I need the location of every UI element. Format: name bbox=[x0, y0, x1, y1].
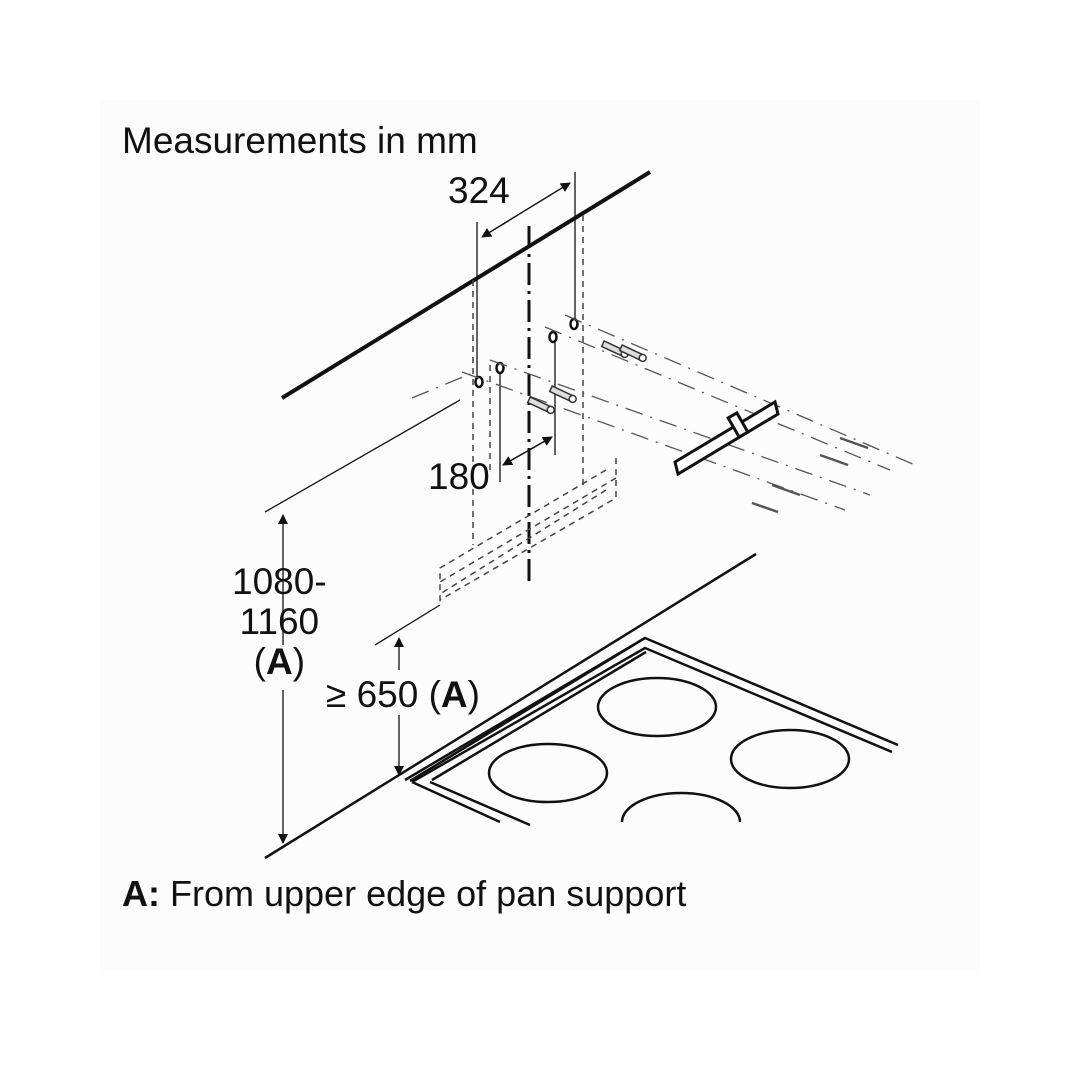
footnote-key: A: bbox=[122, 873, 160, 914]
paren-open: ( bbox=[253, 641, 266, 682]
diagram-background bbox=[100, 100, 980, 970]
dimension-180 bbox=[499, 335, 556, 482]
screws bbox=[751, 436, 869, 514]
dimension-min-height bbox=[374, 604, 441, 776]
wall-plugs bbox=[526, 340, 647, 415]
dimension-label-180: 180 bbox=[428, 456, 490, 497]
dimension-height bbox=[264, 399, 461, 844]
dimension-label-height: 1080- 1160 (A) bbox=[232, 562, 327, 682]
height-line-1: 1080- bbox=[232, 561, 327, 602]
dimension-label-min-height: ≥ 650 (A) bbox=[326, 676, 480, 713]
height-line-2: 1160 bbox=[239, 601, 320, 642]
height-line-3: (A) bbox=[232, 642, 327, 682]
reference-a: A bbox=[440, 674, 468, 715]
dimension-324 bbox=[476, 172, 576, 380]
min-height-prefix: ≥ 650 ( bbox=[326, 674, 441, 715]
footnote: A: From upper edge of pan support bbox=[122, 876, 686, 912]
wall-line bbox=[280, 170, 652, 400]
min-height-suffix: ) bbox=[467, 674, 480, 715]
diagram-title: Measurements in mm bbox=[122, 120, 478, 161]
dimension-label-324: 324 bbox=[448, 170, 510, 211]
hood-outline bbox=[439, 215, 617, 605]
reference-a: A bbox=[265, 641, 293, 682]
footnote-text: From upper edge of pan support bbox=[160, 873, 687, 914]
mounting-holes bbox=[474, 317, 579, 389]
paren-close: ) bbox=[292, 641, 306, 682]
mounting-bracket bbox=[673, 399, 780, 477]
cooking-zones bbox=[487, 676, 851, 823]
cooktop bbox=[264, 552, 899, 860]
